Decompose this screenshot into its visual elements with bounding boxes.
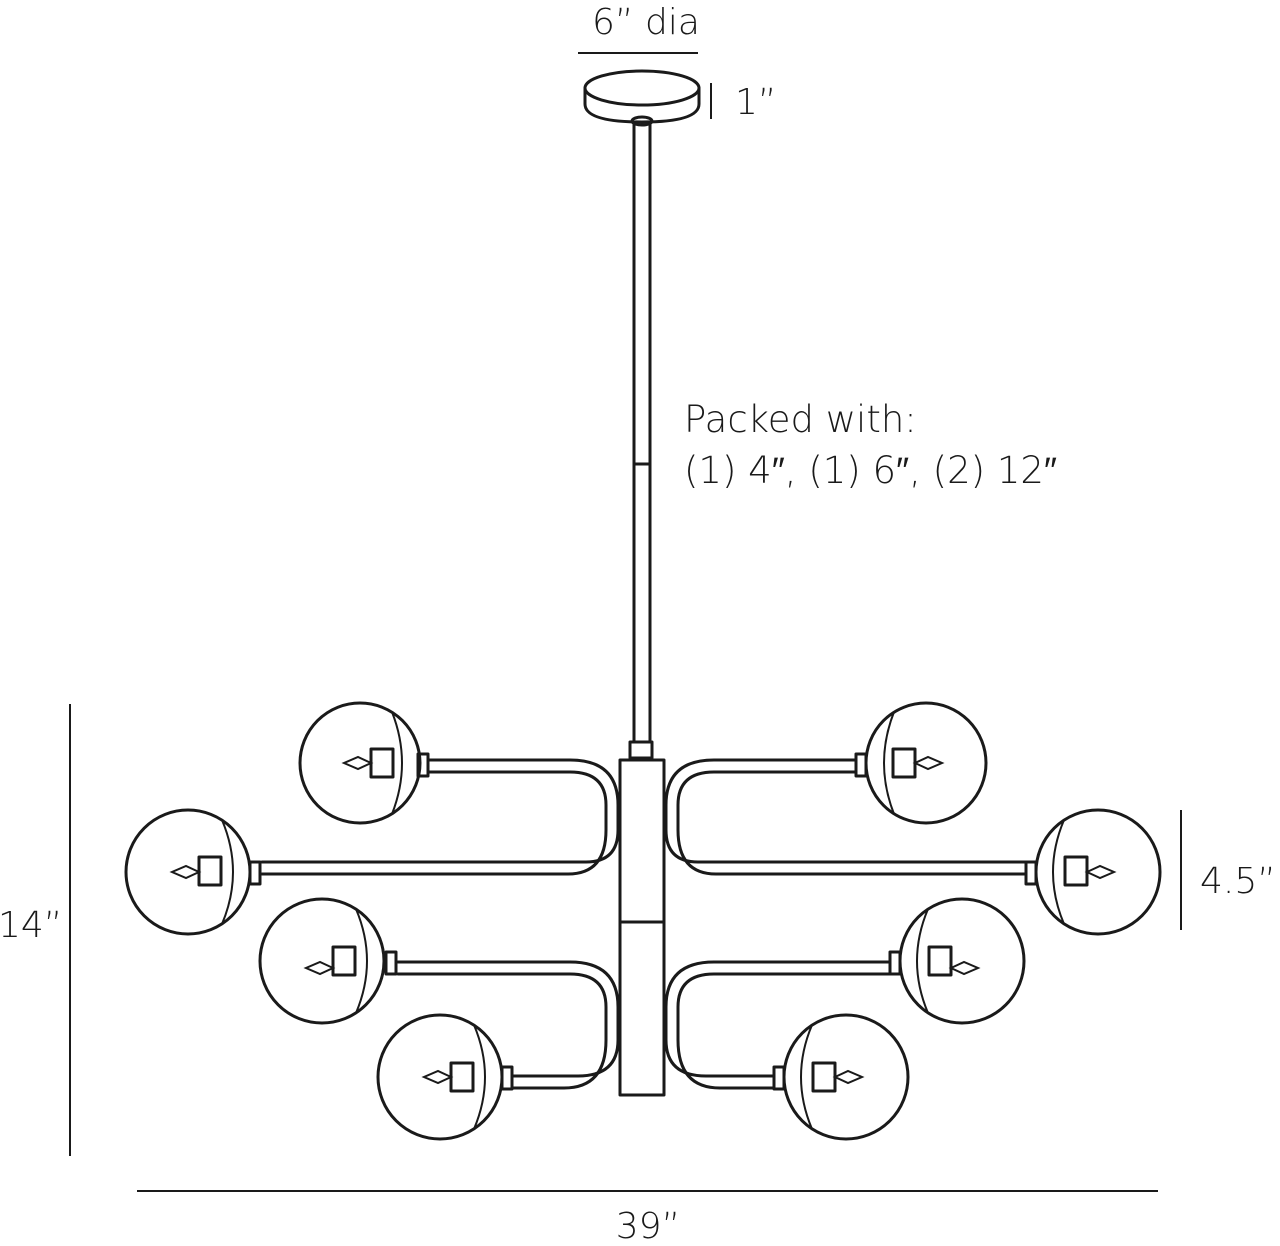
overall-width-label: 39” xyxy=(616,1206,680,1246)
packed-rods-label: (1) 4″, (1) 6″, (2) 12″ xyxy=(684,449,1057,492)
globe-left-middle xyxy=(258,897,398,1025)
packed-with-heading: Packed with: xyxy=(684,398,917,441)
globe-right-middle xyxy=(888,897,1026,1025)
globe-bottom-left xyxy=(376,1013,514,1141)
globe-left-outer xyxy=(124,808,262,936)
globe-top-right xyxy=(854,701,988,825)
globe-bottom-right xyxy=(772,1013,910,1141)
stem xyxy=(628,115,654,760)
central-body xyxy=(618,758,666,1097)
canopy-height-label: 1” xyxy=(735,82,777,123)
body-height-label: 14” xyxy=(0,905,62,946)
canopy-diameter-label: 6” dia xyxy=(592,2,700,43)
globe-right-outer xyxy=(1024,808,1162,936)
globe-top-left xyxy=(298,701,430,825)
shade-height-label: 4.5” xyxy=(1200,861,1276,902)
canopy xyxy=(583,69,701,124)
arms xyxy=(260,758,1028,1090)
